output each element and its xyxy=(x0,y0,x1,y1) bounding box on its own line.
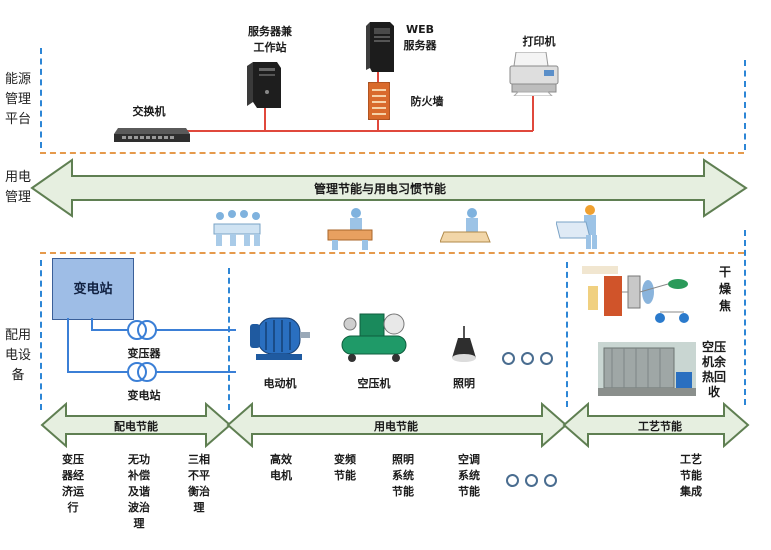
bottom-item-reactive-compensation: 无功 补偿 及谐 波治 理 xyxy=(128,453,150,530)
network-lines xyxy=(186,72,534,132)
right-guide-mid xyxy=(744,230,746,405)
engineer-icon xyxy=(440,208,491,243)
left-guide-bottom xyxy=(40,260,42,410)
planner-icon xyxy=(556,205,597,249)
lighting-icon xyxy=(452,326,476,362)
web-server-icon xyxy=(366,22,394,72)
server-workstation-icon xyxy=(247,62,281,108)
substation-box: 变电站 xyxy=(52,258,134,320)
usage-management-arrow xyxy=(30,158,748,218)
bottom-item-process-integration: 工艺 节能 集成 xyxy=(680,453,702,498)
switch-label: 交换机 xyxy=(132,105,166,118)
process-energy-arrow xyxy=(562,402,750,448)
firewall-icon xyxy=(368,82,390,120)
power-lines xyxy=(67,318,236,382)
switch-icon xyxy=(114,128,190,142)
server-workstation-label: 服务器兼 工作站 xyxy=(248,25,292,54)
guide-col-1 xyxy=(228,268,230,410)
bottom-more-dots xyxy=(506,472,563,491)
separator-1 xyxy=(40,152,744,154)
bottom-item-vfd-saving: 变频 节能 xyxy=(334,453,356,482)
printer-label: 打印机 xyxy=(522,35,556,48)
separator-2 xyxy=(40,252,744,254)
power-usage-arrow-label: 用电节能 xyxy=(374,420,418,433)
bottom-item-hvac-saving: 空调 系统 节能 xyxy=(458,453,480,498)
bottom-item-efficient-motor: 高效 电机 xyxy=(270,453,292,482)
air-compressor-icon xyxy=(341,313,407,362)
bottom-item-lighting-saving: 照明 系统 节能 xyxy=(392,453,414,498)
guide-col-2 xyxy=(566,262,568,407)
heat-recovery-label: 空压 机余 热回 收 xyxy=(701,340,726,399)
motor-label: 电动机 xyxy=(263,377,297,390)
worker-icon xyxy=(327,208,373,250)
printer-icon xyxy=(509,52,559,96)
substation-label: 变电站 xyxy=(127,389,161,402)
usage-side-label: 用电 管理 xyxy=(4,170,31,205)
substation-box-label: 变电站 xyxy=(73,282,113,297)
process-flow-diagram xyxy=(580,262,706,332)
transformer-label: 变压器 xyxy=(127,347,161,360)
web-server-label: WEB 服务器 xyxy=(403,23,437,52)
more-equipment-dots xyxy=(502,350,559,369)
firewall-label: 防火墙 xyxy=(410,95,444,108)
meeting-icon xyxy=(213,210,261,246)
bottom-item-three-phase-balance: 三相 不平 衡治 理 xyxy=(188,453,210,514)
platform-side-label: 能源 管理 平台 xyxy=(4,72,31,127)
air-compressor-label: 空压机 xyxy=(357,377,391,390)
usage-management-arrow-label: 管理节能与用电习惯节能 xyxy=(313,182,446,196)
heat-recovery-unit-image xyxy=(598,342,696,396)
process-energy-arrow-label: 工艺节能 xyxy=(638,420,682,433)
left-guide-top xyxy=(40,48,42,148)
right-guide-top xyxy=(744,60,746,150)
lighting-label: 照明 xyxy=(453,377,475,390)
power-distribution-arrow-label: 配电节能 xyxy=(114,420,158,433)
dryer-label: 干 燥 焦 xyxy=(718,265,731,313)
motor-icon xyxy=(250,317,310,360)
bottom-item-transformer-economic: 变压 器经 济运 行 xyxy=(62,453,84,514)
distribution-side-label: 配用 电设 备 xyxy=(4,328,31,383)
